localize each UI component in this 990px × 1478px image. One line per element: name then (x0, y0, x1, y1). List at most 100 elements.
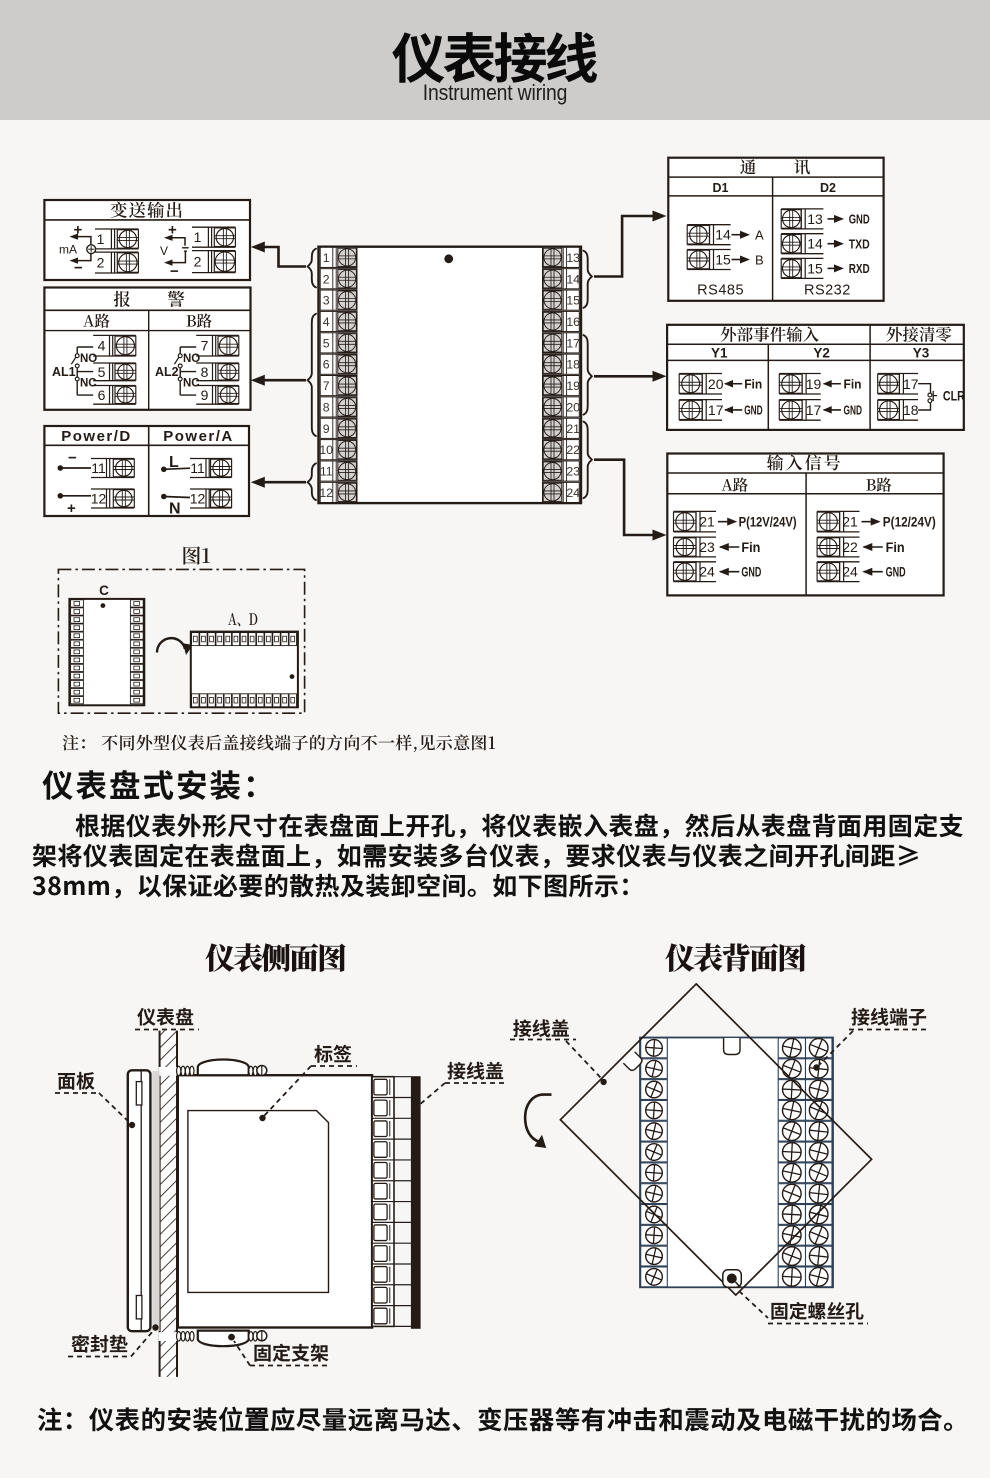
svg-text:报: 报 (113, 287, 131, 312)
svg-text:16: 16 (566, 315, 580, 329)
svg-text:11: 11 (190, 460, 205, 476)
svg-text:15: 15 (566, 294, 580, 308)
svg-text:4: 4 (98, 338, 106, 354)
svg-text:14: 14 (566, 272, 580, 286)
svg-text:D1: D1 (713, 181, 729, 195)
svg-text:17: 17 (903, 376, 919, 392)
svg-text:仪表盘: 仪表盘 (137, 1003, 194, 1030)
svg-text:24: 24 (699, 564, 715, 580)
svg-text:mA: mA (59, 243, 77, 257)
svg-text:Fin: Fin (844, 376, 862, 391)
svg-text:17: 17 (566, 336, 580, 350)
svg-text:NC: NC (183, 378, 200, 390)
svg-text:18: 18 (903, 402, 919, 418)
svg-text:A路: A路 (721, 474, 748, 496)
svg-text:Fin: Fin (886, 540, 905, 555)
svg-text:12: 12 (319, 486, 333, 500)
svg-text:接线端子: 接线端子 (851, 1003, 927, 1030)
svg-text:RS485: RS485 (697, 283, 744, 299)
svg-text:外部事件输入: 外部事件输入 (720, 322, 820, 346)
svg-text:B: B (755, 252, 764, 267)
svg-text:GND: GND (844, 403, 863, 418)
svg-text:−: − (68, 450, 77, 467)
svg-text:Y3: Y3 (913, 346, 930, 361)
svg-text:密封垫: 密封垫 (71, 1330, 128, 1357)
svg-text:警: 警 (167, 287, 185, 312)
svg-text:B路: B路 (866, 474, 893, 496)
svg-text:19: 19 (806, 376, 822, 392)
svg-text:20: 20 (708, 376, 724, 392)
svg-text:1: 1 (194, 229, 202, 245)
svg-text:3: 3 (323, 294, 330, 308)
svg-text:15: 15 (807, 260, 823, 276)
svg-text:L: L (169, 454, 179, 471)
svg-text:D2: D2 (820, 181, 836, 195)
svg-text:外接清零: 外接清零 (886, 322, 953, 346)
svg-text:15: 15 (715, 252, 731, 268)
svg-text:6: 6 (323, 358, 330, 372)
svg-text:A: A (755, 228, 764, 243)
svg-text:−: − (74, 260, 83, 277)
svg-text:通: 通 (740, 154, 757, 178)
svg-text:18: 18 (566, 358, 580, 372)
svg-text:7: 7 (201, 338, 209, 354)
svg-text:Power/A: Power/A (163, 428, 234, 445)
svg-text:N: N (169, 501, 181, 518)
svg-text:A路: A路 (83, 309, 110, 331)
svg-text:AL2: AL2 (155, 365, 179, 379)
svg-text:固定支架: 固定支架 (253, 1339, 329, 1366)
svg-text:17: 17 (708, 402, 724, 418)
svg-text:24: 24 (566, 486, 580, 500)
svg-text:GND: GND (886, 565, 906, 580)
svg-text:5: 5 (98, 364, 106, 380)
svg-text:P(12/24V): P(12/24V) (883, 514, 936, 529)
svg-text:+: + (67, 500, 76, 517)
svg-text:6: 6 (98, 387, 106, 403)
svg-text:13: 13 (566, 251, 580, 265)
svg-text:讯: 讯 (794, 154, 811, 178)
svg-text:5: 5 (323, 336, 330, 350)
svg-text:9: 9 (201, 387, 209, 403)
svg-text:7: 7 (323, 379, 330, 393)
svg-text:接线盖: 接线盖 (513, 1015, 570, 1042)
svg-text:面板: 面板 (57, 1067, 95, 1094)
svg-text:23: 23 (566, 465, 580, 479)
svg-text:21: 21 (699, 514, 715, 530)
svg-text:GND: GND (849, 213, 870, 227)
svg-text:22: 22 (566, 443, 580, 457)
svg-text:Fin: Fin (744, 376, 762, 391)
svg-text:接线盖: 接线盖 (447, 1057, 504, 1084)
svg-text:V: V (160, 244, 168, 258)
svg-text:12: 12 (190, 491, 206, 507)
svg-text:8: 8 (201, 364, 209, 380)
svg-text:9: 9 (323, 422, 330, 436)
svg-text:13: 13 (807, 211, 823, 227)
svg-text:1: 1 (97, 231, 105, 247)
svg-text:14: 14 (715, 227, 731, 243)
svg-text:22: 22 (842, 539, 858, 555)
svg-text:2: 2 (323, 272, 330, 286)
svg-text:2: 2 (194, 254, 202, 270)
svg-text:C: C (99, 583, 109, 598)
svg-text:Power/D: Power/D (61, 428, 132, 445)
svg-text:1: 1 (323, 251, 330, 265)
svg-text:GND: GND (741, 565, 761, 580)
svg-text:19: 19 (566, 379, 580, 393)
svg-text:输入信号: 输入信号 (767, 449, 843, 474)
svg-text:图1: 图1 (181, 540, 210, 569)
svg-text:11: 11 (320, 465, 333, 479)
svg-text:14: 14 (807, 236, 823, 252)
svg-text:12: 12 (91, 491, 107, 507)
svg-text:−: − (170, 263, 179, 280)
svg-text:4: 4 (323, 315, 330, 329)
svg-text:23: 23 (699, 539, 715, 555)
svg-text:NO: NO (183, 353, 200, 365)
svg-text:固定螺丝孔: 固定螺丝孔 (770, 1297, 864, 1324)
svg-text:RXD: RXD (849, 262, 870, 276)
svg-text:11: 11 (91, 460, 106, 476)
svg-text:21: 21 (842, 514, 858, 530)
svg-text:17: 17 (806, 402, 822, 418)
svg-text:21: 21 (566, 422, 580, 436)
svg-text:CLR: CLR (943, 389, 965, 404)
svg-text:Y1: Y1 (711, 346, 728, 361)
